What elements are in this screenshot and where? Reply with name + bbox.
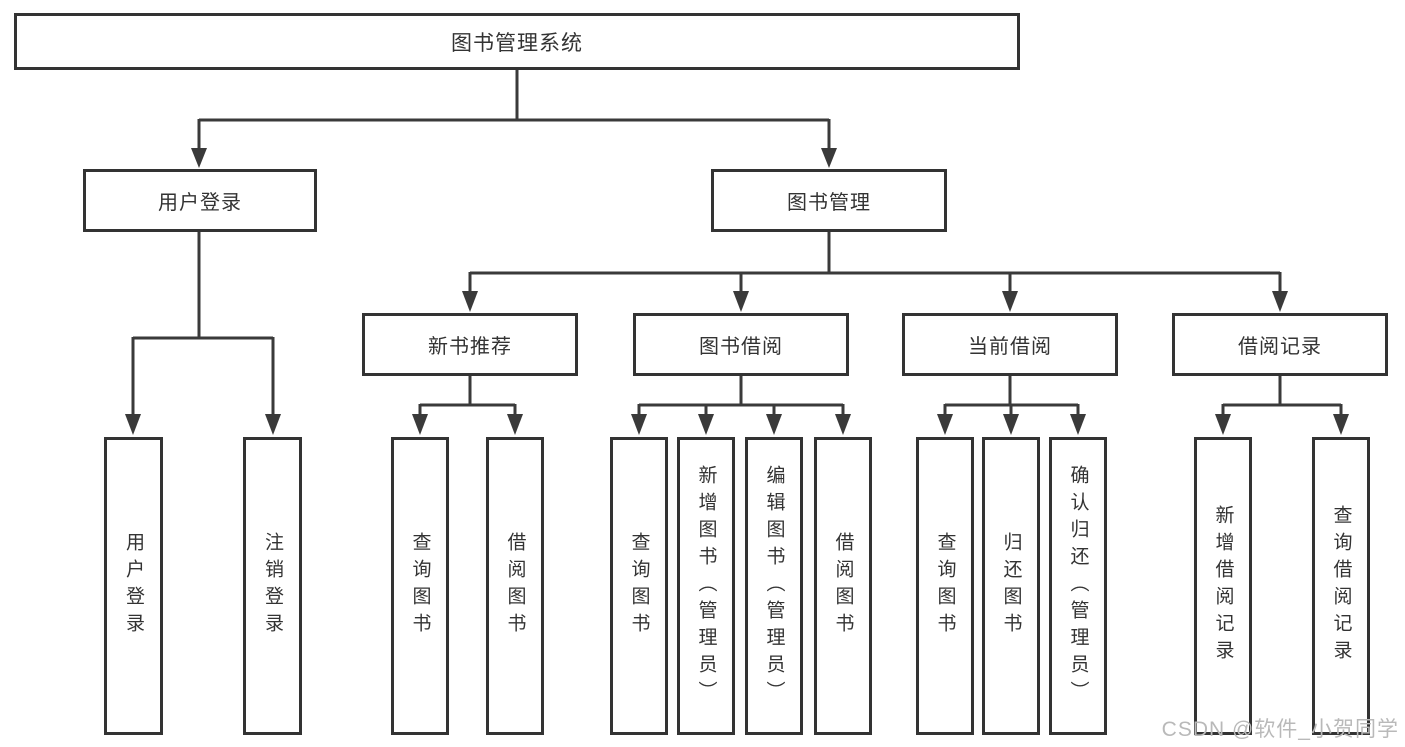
- node-label: 用户登录: [123, 532, 144, 640]
- node-user-login-branch: 用户登录: [83, 169, 317, 232]
- node-label: 当前借阅: [968, 336, 1052, 358]
- node-label: 新增借阅记录: [1212, 505, 1234, 667]
- node-label: 新增图书（管理员）: [695, 464, 717, 708]
- node-query-books-borrowing: 查询图书: [610, 437, 668, 735]
- csdn-watermark: CSDN @软件_小贺同学: [1161, 718, 1399, 741]
- node-add-books-admin: 新增图书（管理员）: [677, 437, 735, 735]
- node-book-management-branch: 图书管理: [711, 169, 947, 232]
- node-label: 查询图书: [409, 532, 431, 640]
- node-logout-leaf: 注销登录: [243, 437, 302, 735]
- node-edit-books-admin: 编辑图书（管理员）: [745, 437, 803, 735]
- node-label: 查询借阅记录: [1330, 505, 1352, 667]
- node-query-borrow-record: 查询借阅记录: [1312, 437, 1370, 735]
- node-label: 注销登录: [262, 532, 283, 640]
- node-borrowing-records: 借阅记录: [1172, 313, 1388, 376]
- node-label: 查询图书: [934, 532, 956, 640]
- node-library-management-system: 图书管理系统: [14, 13, 1020, 70]
- node-add-borrow-record: 新增借阅记录: [1194, 437, 1252, 735]
- node-label: 图书管理系统: [451, 31, 583, 55]
- node-label: 用户登录: [158, 192, 242, 214]
- arrowhead-icons: [125, 148, 1349, 435]
- node-borrow-books-leaf: 借阅图书: [814, 437, 872, 735]
- node-query-books-current: 查询图书: [916, 437, 974, 735]
- node-label: 归还图书: [1000, 532, 1022, 640]
- node-confirm-return-admin: 确认归还（管理员）: [1049, 437, 1107, 735]
- node-user-login-leaf: 用户登录: [104, 437, 163, 735]
- node-query-books-recommend: 查询图书: [391, 437, 449, 735]
- node-label: 图书借阅: [699, 336, 783, 358]
- node-label: 图书管理: [787, 192, 871, 214]
- node-label: 确认归还（管理员）: [1067, 464, 1089, 708]
- node-label: 查询图书: [628, 532, 650, 640]
- node-new-book-recommendation: 新书推荐: [362, 313, 578, 376]
- node-label: 借阅图书: [504, 532, 526, 640]
- node-label: 借阅记录: [1238, 336, 1322, 358]
- node-borrow-books-recommend: 借阅图书: [486, 437, 544, 735]
- node-book-borrowing: 图书借阅: [633, 313, 849, 376]
- node-return-books: 归还图书: [982, 437, 1040, 735]
- node-label: 借阅图书: [832, 532, 854, 640]
- node-label: 新书推荐: [428, 336, 512, 358]
- node-label: 编辑图书（管理员）: [763, 464, 785, 708]
- node-current-borrowing: 当前借阅: [902, 313, 1118, 376]
